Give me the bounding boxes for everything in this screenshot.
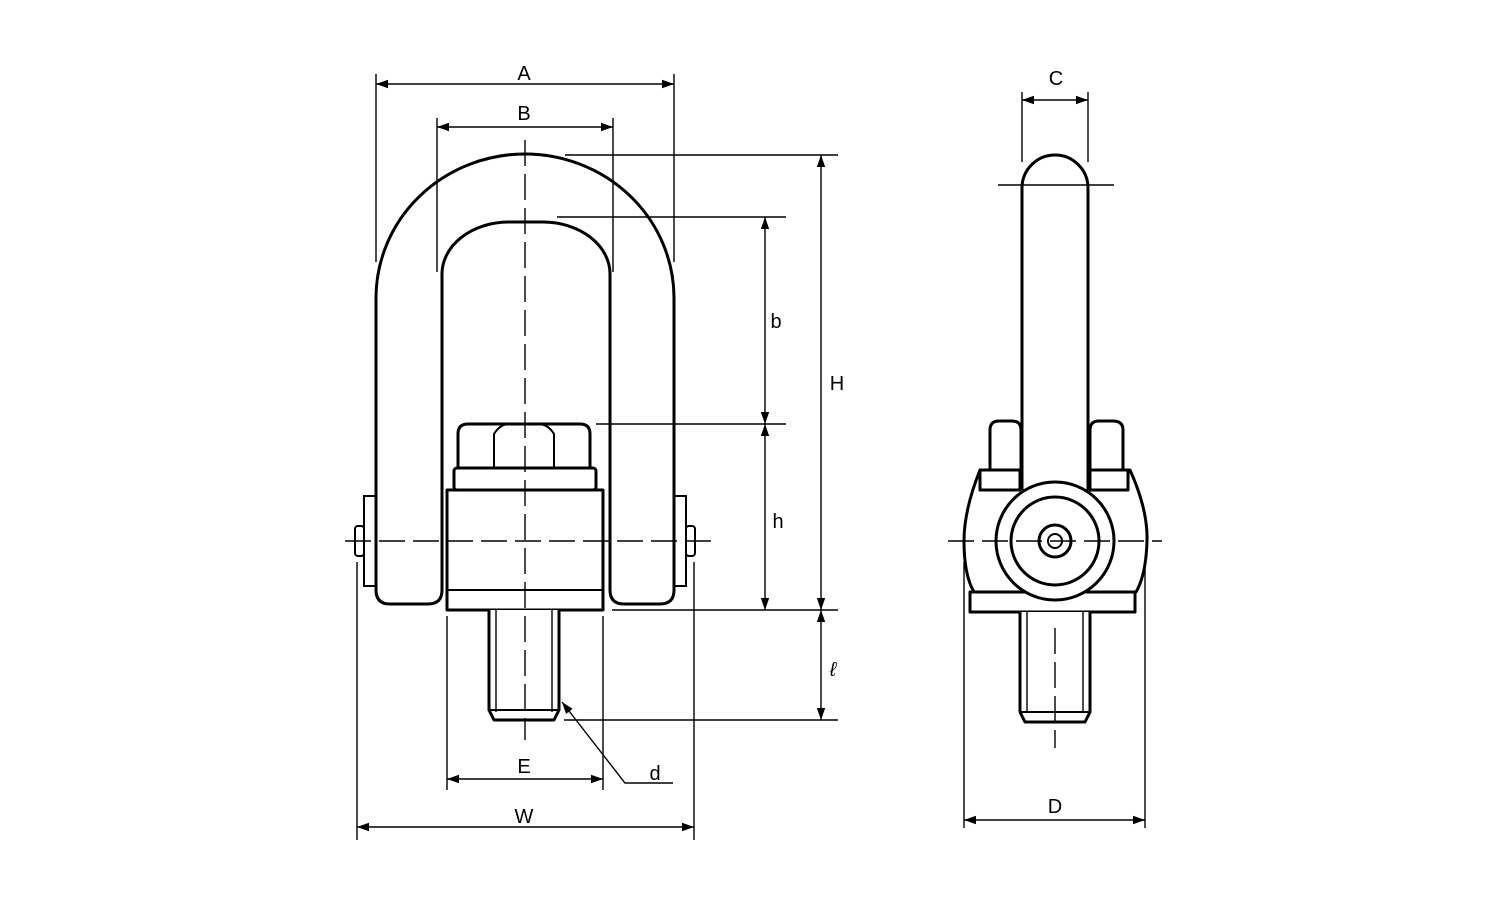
threaded-stud bbox=[487, 610, 561, 722]
label-d: d bbox=[649, 763, 660, 785]
leader-d bbox=[561, 701, 673, 784]
side-view bbox=[948, 153, 1162, 748]
label-c: C bbox=[1049, 68, 1063, 90]
side-right-tab bbox=[1088, 419, 1125, 470]
front-dimensions: A B b h H ℓ E W d bbox=[356, 63, 844, 840]
label-l: ℓ bbox=[829, 659, 838, 681]
label-e: E bbox=[517, 756, 530, 778]
label-w: W bbox=[515, 806, 534, 828]
label-a: A bbox=[517, 63, 531, 85]
shackle-bow bbox=[374, 152, 676, 606]
front-view bbox=[345, 140, 715, 740]
side-shackle-arm bbox=[1020, 153, 1090, 490]
label-D: D bbox=[1048, 796, 1062, 818]
hex-nut bbox=[456, 422, 592, 470]
side-dimensions: C D bbox=[963, 68, 1146, 828]
side-left-tab bbox=[988, 419, 1023, 470]
label-b-upper: B bbox=[517, 103, 530, 125]
label-b-lower: b bbox=[770, 311, 781, 333]
label-h: h bbox=[772, 511, 783, 533]
label-H: H bbox=[830, 373, 844, 395]
